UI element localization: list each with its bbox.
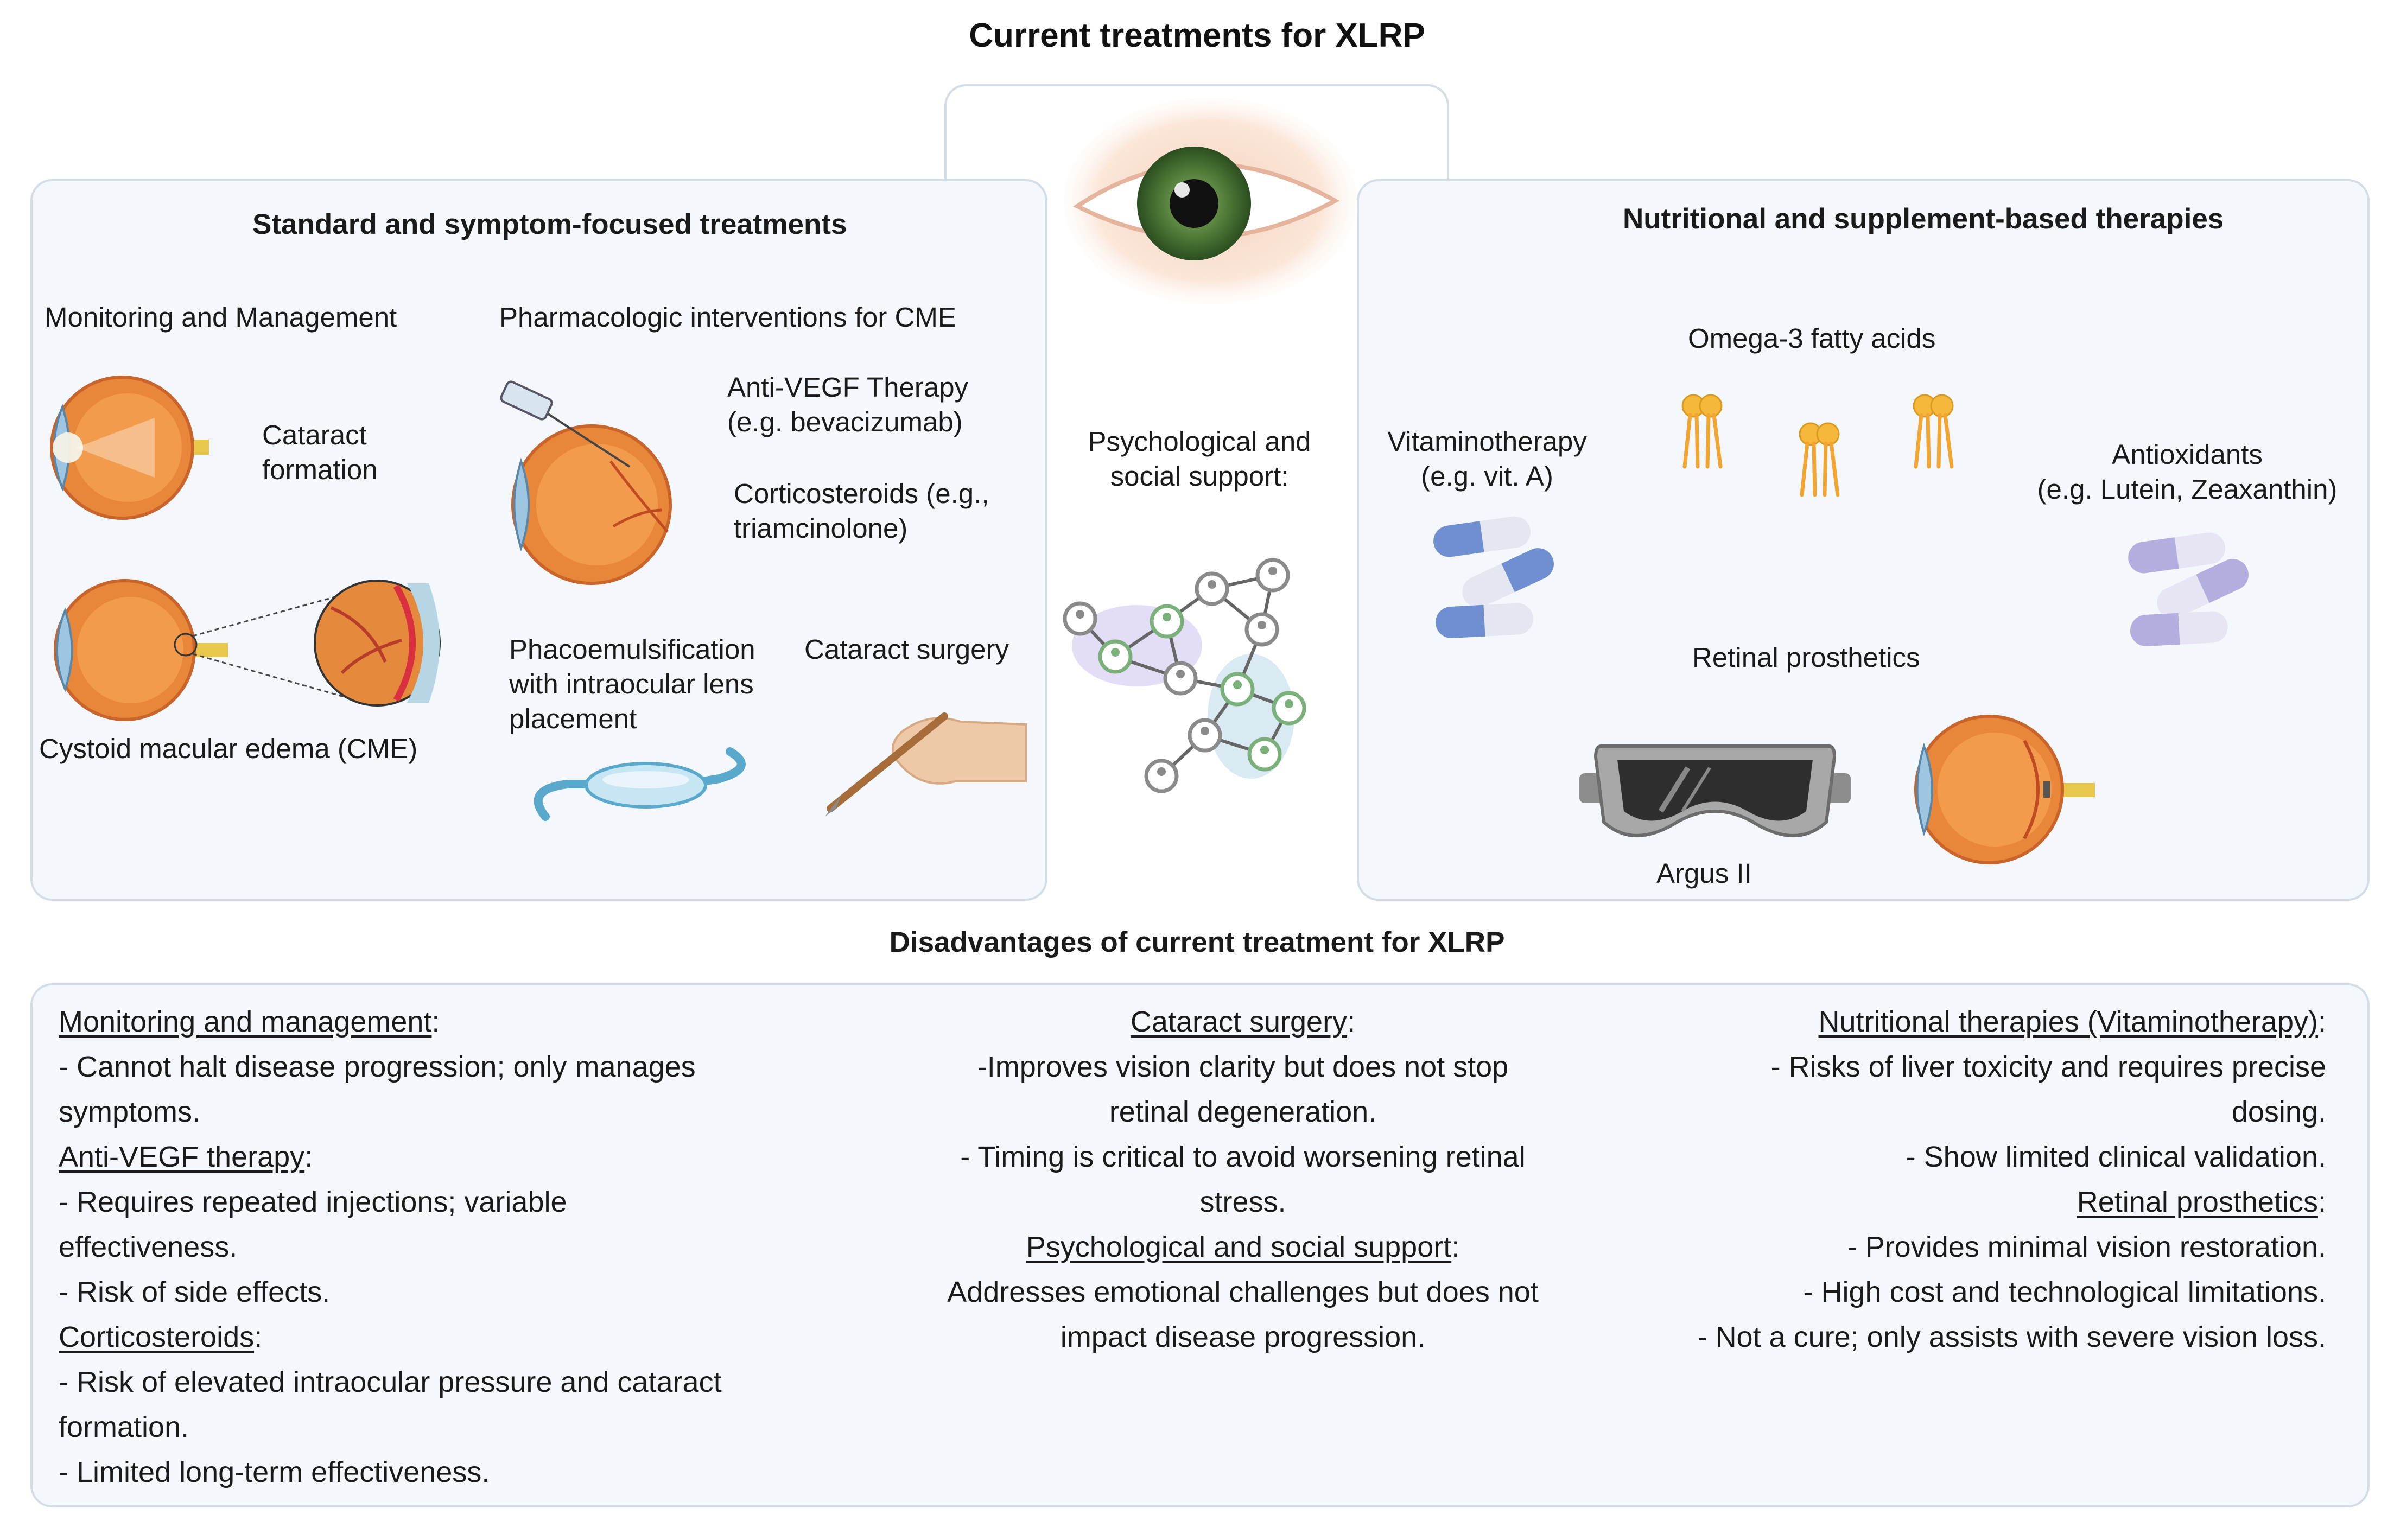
monitoring-label: Monitoring and Management (45, 302, 397, 333)
list-item: retinal degeneration. (1109, 1096, 1377, 1128)
goggles-icon (1579, 744, 1851, 837)
phaco-label-3: placement (509, 703, 637, 734)
list-item: - Risk of elevated intraocular pressure … (59, 1366, 722, 1398)
capsule-icon (2128, 532, 2249, 646)
standard-treatments-heading: Standard and symptom-focused treatments (252, 208, 847, 240)
list-item: - Show limited clinical validation. (1906, 1141, 2326, 1173)
page-title: Current treatments for XLRP (969, 17, 1425, 54)
omega-label: Omega-3 fatty acids (1688, 323, 1936, 354)
monitoring-heading: Monitoring and management (59, 1006, 432, 1038)
cataract-surgery-label: Cataract surgery (804, 634, 1009, 665)
vitaminotherapy-label-1: Vitaminotherapy (1387, 426, 1587, 457)
disadvantages-col-2: Cataract surgery: -Improves vision clari… (890, 1000, 1596, 1360)
list-item: - Risks of liver toxicity and requires p… (1770, 1051, 2326, 1083)
retinal-prosthetics-label: Retinal prosthetics (1692, 642, 1920, 673)
disadvantages-panel (30, 983, 2370, 1507)
nutritional-heading: Nutritional and supplement-based therapi… (1623, 203, 2224, 235)
list-item: - Risk of side effects. (59, 1276, 331, 1308)
list-item: Addresses emotional challenges but does … (947, 1276, 1539, 1308)
argus-label: Argus II (1656, 858, 1752, 889)
retina-zoom-icon (54, 579, 441, 721)
list-item: effectiveness. (59, 1231, 238, 1263)
list-item: dosing. (2231, 1096, 2326, 1128)
list-item: symptoms. (59, 1096, 201, 1128)
phaco-label-2: with intraocular lens (509, 669, 754, 699)
disadvantages-heading: Disadvantages of current treatment for X… (889, 926, 1505, 958)
anti-vegf-heading: Anti-VEGF therapy (59, 1141, 305, 1173)
intraocular-lens-icon (534, 747, 746, 821)
pharmacologic-label: Pharmacologic interventions for CME (499, 302, 956, 333)
lipid-icon (1681, 394, 1954, 497)
nutritional-heading-underlined: Nutritional therapies (Vitaminotherapy) (1818, 1006, 2318, 1038)
list-item: stress. (1199, 1186, 1286, 1218)
disadvantages-col-3: Nutritional therapies (Vitaminotherapy):… (1552, 1000, 2326, 1360)
syringe-icon (500, 380, 672, 585)
list-item: formation. (59, 1411, 189, 1443)
list-item: impact disease progression. (1060, 1321, 1426, 1353)
vitaminotherapy-label-2: (e.g. vit. A) (1421, 461, 1553, 492)
list-item: - Limited long-term effectiveness. (59, 1456, 490, 1488)
psych-support-heading: Psychological and social support (1026, 1231, 1452, 1263)
capsule-icon (1433, 516, 1554, 638)
anti-vegf-label-2: (e.g. bevacizumab) (727, 406, 963, 437)
list-item: - Provides minimal vision restoration. (1847, 1231, 2326, 1263)
list-item: - High cost and technological limitation… (1803, 1276, 2326, 1308)
social-network-icon (1063, 558, 1306, 793)
anti-vegf-label-1: Anti-VEGF Therapy (727, 372, 969, 403)
antioxidants-label-1: Antioxidants (2112, 439, 2263, 470)
corticosteroids-heading: Corticosteroids (59, 1321, 255, 1353)
antioxidants-label-2: (e.g. Lutein, Zeaxanthin) (2037, 474, 2338, 505)
corticosteroids-label-2: triamcinolone) (734, 513, 908, 544)
corticosteroids-label-1: Corticosteroids (e.g., (734, 478, 989, 509)
list-item: - Requires repeated injections; variable (59, 1186, 567, 1218)
psych-label-1: Psychological and (1088, 426, 1311, 457)
psych-label-2: social support: (1110, 461, 1289, 492)
list-item: - Timing is critical to avoid worsening … (960, 1141, 1526, 1173)
eye-icon (1064, 98, 1357, 304)
cataract-label-1: Cataract (262, 419, 367, 450)
cataract-label-2: formation (262, 454, 378, 485)
list-item: -Improves vision clarity but does not st… (977, 1051, 1509, 1083)
phaco-label-1: Phacoemulsification (509, 634, 755, 665)
eye-cross-section-icon (1914, 715, 2095, 864)
list-item: - Cannot halt disease progression; only … (59, 1051, 696, 1083)
cme-label: Cystoid macular edema (CME) (39, 733, 418, 764)
scalpel-hand-icon (825, 712, 1027, 817)
list-item: - Not a cure; only assists with severe v… (1697, 1321, 2326, 1353)
eye-cross-section-icon (50, 376, 209, 520)
retinal-prosthetics-heading: Retinal prosthetics (2077, 1186, 2318, 1218)
cataract-surgery-heading: Cataract surgery (1130, 1006, 1348, 1038)
disadvantages-col-1: Monitoring and management: - Cannot halt… (59, 1000, 873, 1495)
